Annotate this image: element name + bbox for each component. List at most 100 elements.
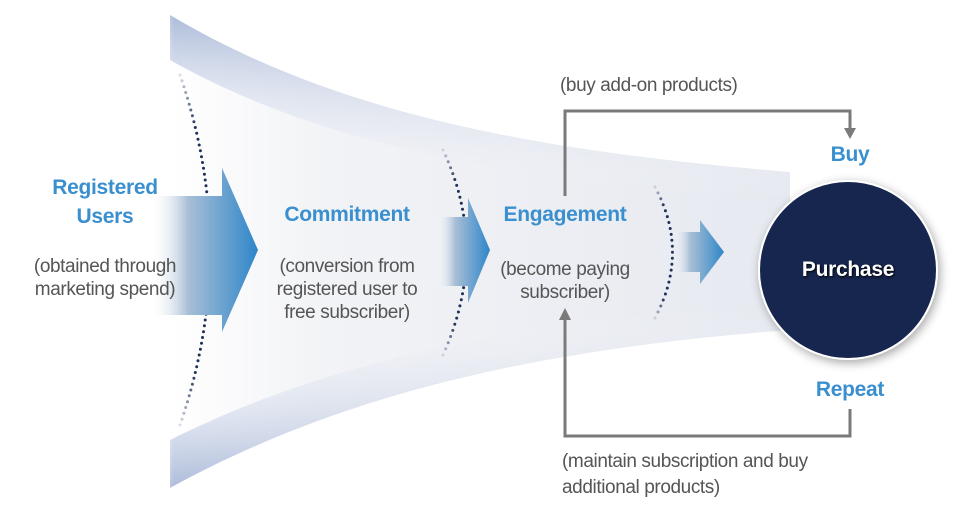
separator-dot — [441, 148, 445, 152]
separator-dot — [205, 190, 209, 194]
separator-dot — [178, 423, 182, 427]
desc-line: registered user to — [276, 279, 418, 300]
separator-dot — [659, 197, 663, 201]
note-line: (maintain subscription and buy — [562, 451, 808, 472]
separator-dot — [667, 221, 671, 224]
separator-dot — [182, 411, 186, 415]
separator-dot — [461, 292, 464, 296]
separator-dot — [202, 166, 205, 170]
separator-dot — [456, 310, 460, 314]
separator-dot — [462, 286, 466, 290]
separator-dot — [449, 335, 453, 338]
separator-dot — [184, 406, 188, 409]
separator-dot — [668, 227, 672, 230]
separator-dot — [455, 183, 459, 187]
buy-connector — [563, 109, 852, 196]
separator-dot — [444, 347, 448, 351]
separator-dot — [462, 213, 466, 217]
separator-dot — [189, 108, 193, 112]
separator-dot — [202, 324, 206, 328]
separator-dot — [449, 166, 453, 170]
separator-dot — [200, 155, 203, 159]
separator-dot — [186, 400, 189, 404]
stage-desc-engagement: (become paying subscriber) — [485, 258, 645, 304]
separator-dot — [453, 322, 457, 326]
buy-label: Buy — [830, 143, 870, 166]
separator-dot — [189, 388, 193, 392]
separator-dot — [656, 310, 660, 314]
separator-dot — [204, 184, 208, 188]
separator-dot — [196, 137, 200, 141]
buy-note: (buy add-on products) — [560, 75, 738, 96]
desc-line: subscriber) — [520, 282, 610, 303]
separator-dot — [653, 316, 657, 320]
separator-dot — [459, 298, 463, 302]
desc-line: marketing spend) — [34, 279, 176, 300]
arrow-up-icon — [559, 308, 571, 320]
stage-title-line: Registered — [52, 176, 158, 199]
separator-dot — [193, 126, 197, 129]
separator-dot — [201, 336, 204, 339]
separator-dot — [441, 353, 445, 357]
separator-dot — [182, 85, 186, 89]
separator-dot — [186, 96, 189, 100]
separator-dot — [187, 394, 191, 398]
separator-dot — [669, 268, 673, 272]
separator-dot — [458, 195, 462, 199]
separator-dot — [451, 172, 455, 176]
note-line: additional products) — [562, 477, 720, 498]
arrow-right-icon — [672, 220, 724, 284]
separator-dot — [192, 376, 196, 380]
stage-title-engagement: Engagement — [503, 203, 627, 226]
separator-dot — [198, 347, 202, 351]
stage-desc-commitment: (conversion from registered user to free… — [262, 255, 432, 324]
separator-dot — [202, 330, 205, 334]
separator-dot — [656, 191, 660, 195]
stage-title-registered-users: Registered Users — [20, 173, 190, 231]
separator-dot — [195, 365, 199, 369]
separator-dot — [663, 209, 667, 213]
separator-dot — [453, 178, 457, 181]
separator-dot — [669, 232, 673, 236]
separator-dot — [451, 328, 455, 332]
separator-dot — [184, 91, 188, 94]
arrow-down-icon — [844, 128, 856, 139]
separator-dot — [201, 161, 204, 164]
separator-dot — [197, 353, 201, 357]
purchase-label: Purchase — [801, 258, 895, 281]
separator-dot — [198, 149, 202, 153]
separator-dot — [197, 143, 201, 147]
arrow-right-icon — [150, 168, 258, 332]
separator-dot — [190, 382, 194, 386]
separator-dot — [203, 318, 207, 322]
separator-dot — [446, 341, 450, 345]
separator-dot — [192, 120, 196, 124]
repeat-label: Repeat — [815, 378, 885, 401]
separator-dot — [459, 201, 463, 205]
arrow-right-icon — [436, 198, 490, 303]
separator-dot — [195, 131, 199, 135]
purchase-circle — [758, 180, 938, 360]
separator-dot — [668, 274, 672, 278]
separator-dot — [202, 172, 206, 176]
stage-desc-registered-users: (obtained through marketing spend) — [15, 255, 195, 301]
repeat-note: (maintain subscription and buy additiona… — [562, 449, 902, 501]
separator-dot — [444, 154, 448, 158]
separator-dot — [456, 189, 460, 193]
separator-dot — [458, 304, 462, 308]
separator-dot — [661, 298, 665, 302]
separator-dot — [187, 102, 191, 106]
stage-title-line: Users — [76, 205, 134, 228]
desc-line: (become paying — [500, 259, 630, 280]
separator-dot — [200, 341, 203, 345]
separator-dot — [663, 292, 667, 296]
separator-dot — [661, 203, 665, 207]
separator-dot — [180, 79, 184, 83]
separator-dot — [659, 304, 663, 308]
separator-dot — [667, 280, 671, 284]
repeat-connector — [563, 318, 852, 438]
separator-dot — [653, 185, 657, 189]
stage-title-commitment: Commitment — [284, 203, 410, 226]
desc-line: (conversion from — [279, 256, 415, 277]
